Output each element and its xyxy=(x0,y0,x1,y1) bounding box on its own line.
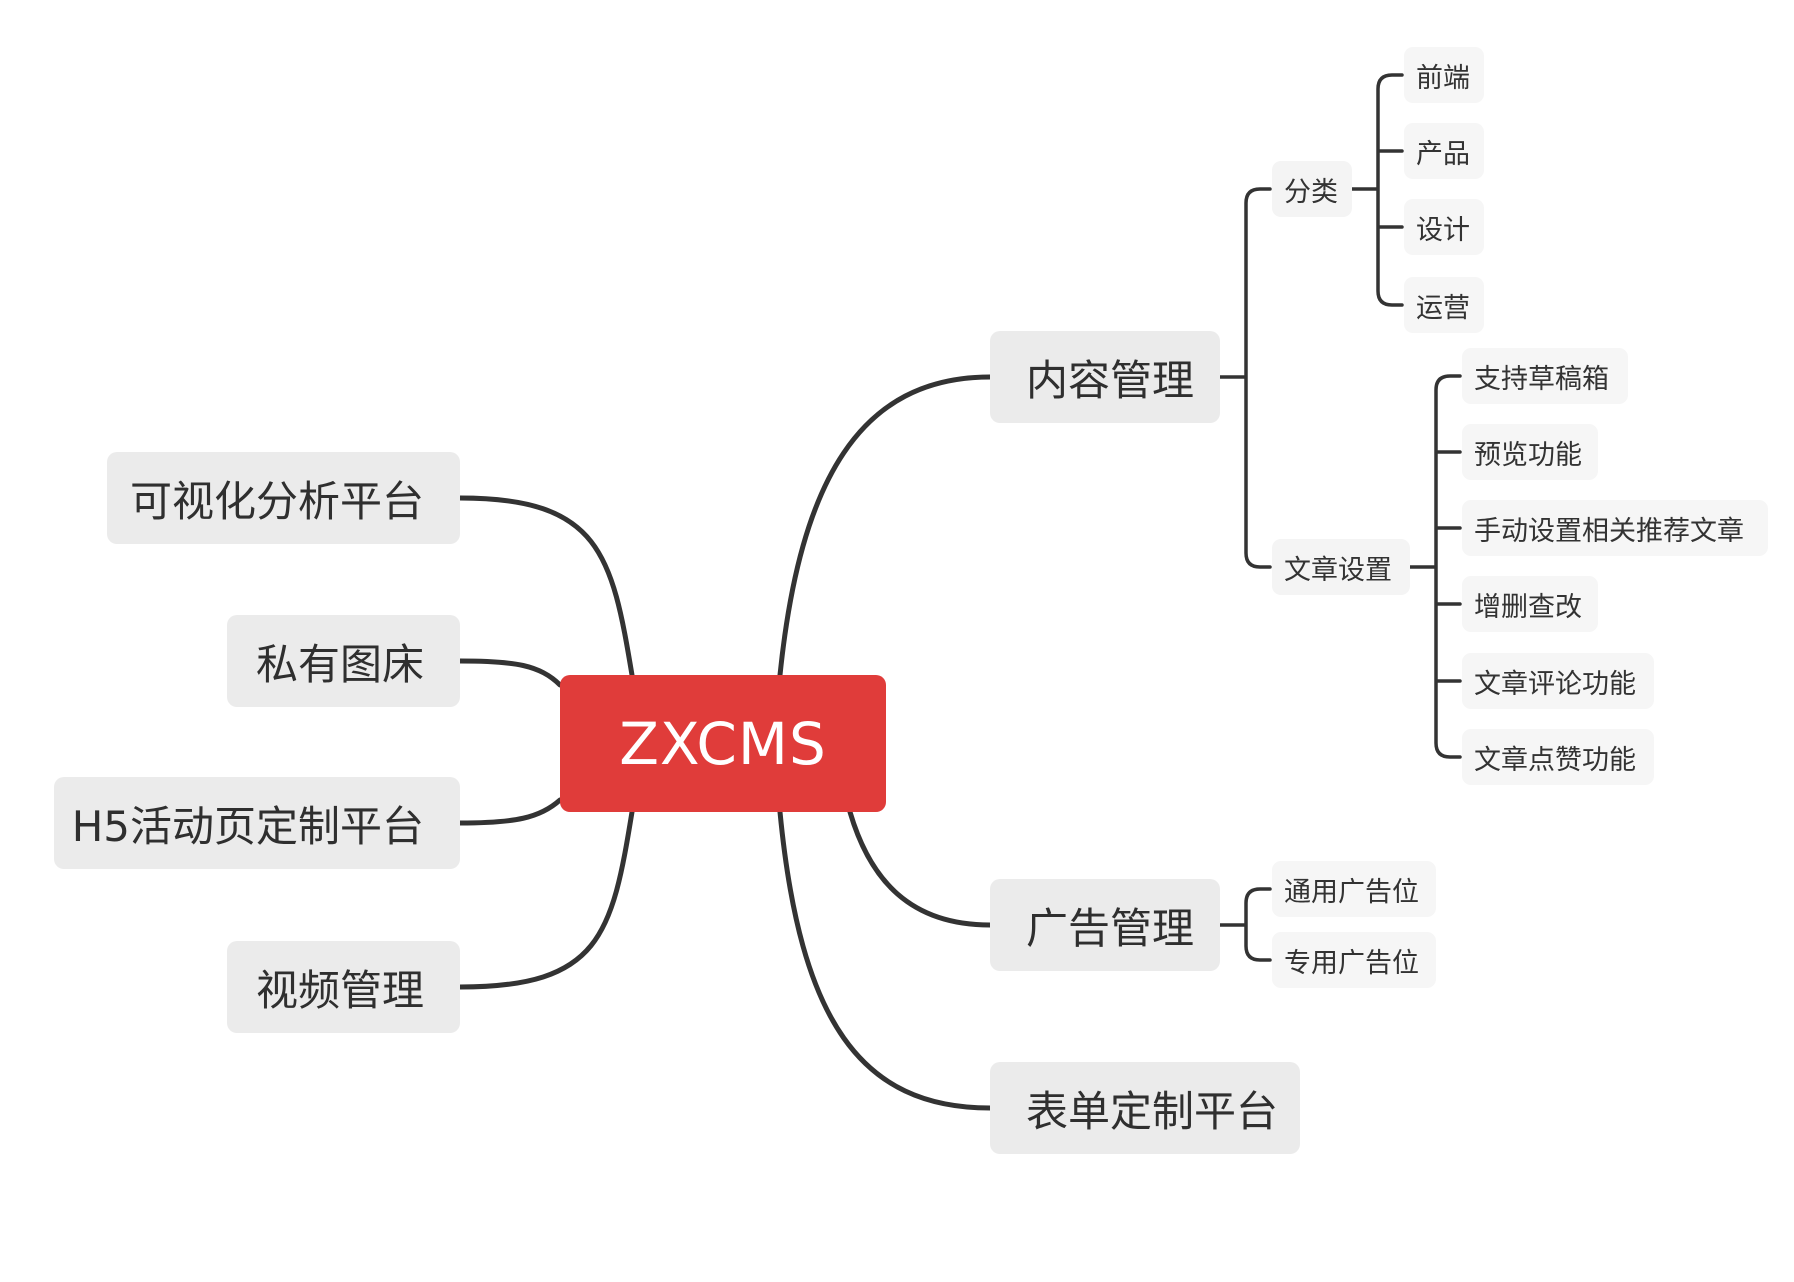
bracket-content xyxy=(1218,187,1272,569)
connector-root-content xyxy=(777,374,993,678)
leaf-category-operations[interactable]: 运营 xyxy=(1404,277,1484,333)
node-content-management[interactable]: 内容管理 xyxy=(990,331,1220,423)
bracket-article xyxy=(1408,374,1462,759)
connector-root-h5 xyxy=(457,797,563,826)
connector-root-ads xyxy=(847,809,993,928)
node-category[interactable]: 分类 xyxy=(1272,161,1352,217)
leaf-article-preview[interactable]: 预览功能 xyxy=(1462,424,1598,480)
node-image-hosting[interactable]: 私有图床 xyxy=(227,615,460,707)
node-article-settings[interactable]: 文章设置 xyxy=(1272,539,1410,595)
node-ads-management[interactable]: 广告管理 xyxy=(990,879,1220,971)
node-visual-analytics[interactable]: 可视化分析平台 xyxy=(107,452,460,544)
bracket-ads xyxy=(1218,887,1272,962)
node-h5-platform[interactable]: H5活动页定制平台 xyxy=(54,777,460,869)
leaf-ads-dedicated[interactable]: 专用广告位 xyxy=(1272,932,1436,988)
leaf-category-design[interactable]: 设计 xyxy=(1404,199,1484,255)
node-form-platform[interactable]: 表单定制平台 xyxy=(990,1062,1300,1154)
bracket-category xyxy=(1350,73,1404,307)
connector-root-visual-analytics xyxy=(457,495,635,678)
leaf-article-likes[interactable]: 文章点赞功能 xyxy=(1462,729,1654,785)
node-video[interactable]: 视频管理 xyxy=(227,941,460,1033)
root-node[interactable]: ZXCMS xyxy=(560,675,886,812)
connector-root-image-hosting xyxy=(457,658,563,688)
connector-root-video xyxy=(457,809,635,990)
leaf-article-related[interactable]: 手动设置相关推荐文章 xyxy=(1462,500,1768,556)
leaf-article-drafts[interactable]: 支持草稿箱 xyxy=(1462,348,1628,404)
leaf-category-frontend[interactable]: 前端 xyxy=(1404,47,1484,103)
leaf-category-product[interactable]: 产品 xyxy=(1404,123,1484,179)
leaf-ads-general[interactable]: 通用广告位 xyxy=(1272,861,1436,917)
connector-root-forms xyxy=(777,809,993,1111)
leaf-article-comments[interactable]: 文章评论功能 xyxy=(1462,653,1654,709)
leaf-article-crud[interactable]: 增删查改 xyxy=(1462,576,1598,632)
